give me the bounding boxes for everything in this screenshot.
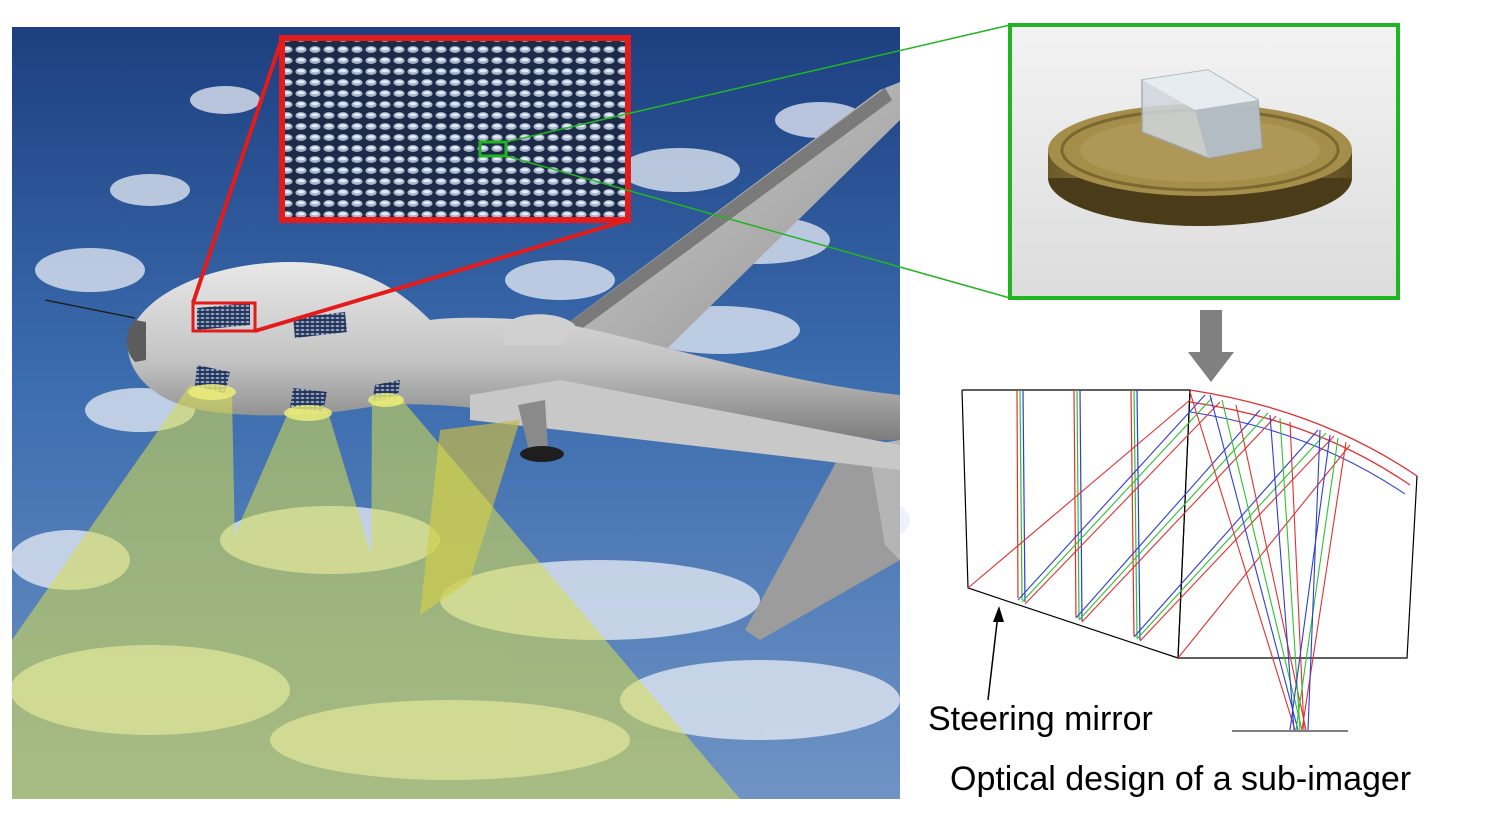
nose-cone [126,320,146,362]
lens-surface-outer [1189,389,1418,477]
sensor-panel-side-1 [197,303,250,330]
far-wing-edge [505,88,892,378]
sensor-beam-3 [370,395,740,799]
mirror-block-outline [962,389,1418,659]
focusing-rays [1189,391,1347,731]
red-callout-line-left [191,37,284,304]
pointer-arrow-icon [987,606,1004,701]
green-callout-line-top [505,24,1011,143]
sensor-panel-side-2 [293,312,347,338]
lens-array-callout [191,35,631,333]
lens-surface-inner [1189,401,1411,486]
sensor-beam-2 [120,408,445,799]
beam-origin-glow-2 [284,405,332,421]
sub-imager-highlight [478,140,508,158]
optical-design-caption: Optical design of a sub-imager [950,760,1412,798]
tail-fin-right [868,440,900,560]
steering-mirror-label: Steering mirror [928,700,1153,738]
beam-origin-glow-1 [188,384,236,400]
down-arrow-icon [1188,310,1234,382]
lens-array-highlight [191,301,257,333]
lens-array-inset [279,35,631,223]
optical-design-diagram [961,389,1418,732]
nose-probe [44,299,136,319]
reflected-rays [967,394,1351,659]
fuselage-hump [500,314,575,345]
beam-origin-glow-3 [368,393,404,407]
tail-fin-lower [745,440,900,640]
near-wing [470,380,900,470]
red-callout-line-right [254,218,629,333]
green-callout-line-bottom [505,155,1011,299]
incoming-rays [1016,389,1141,641]
sub-imager-photo-callout [505,23,1400,300]
sensor-pod [518,400,564,462]
sensor-beams [12,385,740,799]
